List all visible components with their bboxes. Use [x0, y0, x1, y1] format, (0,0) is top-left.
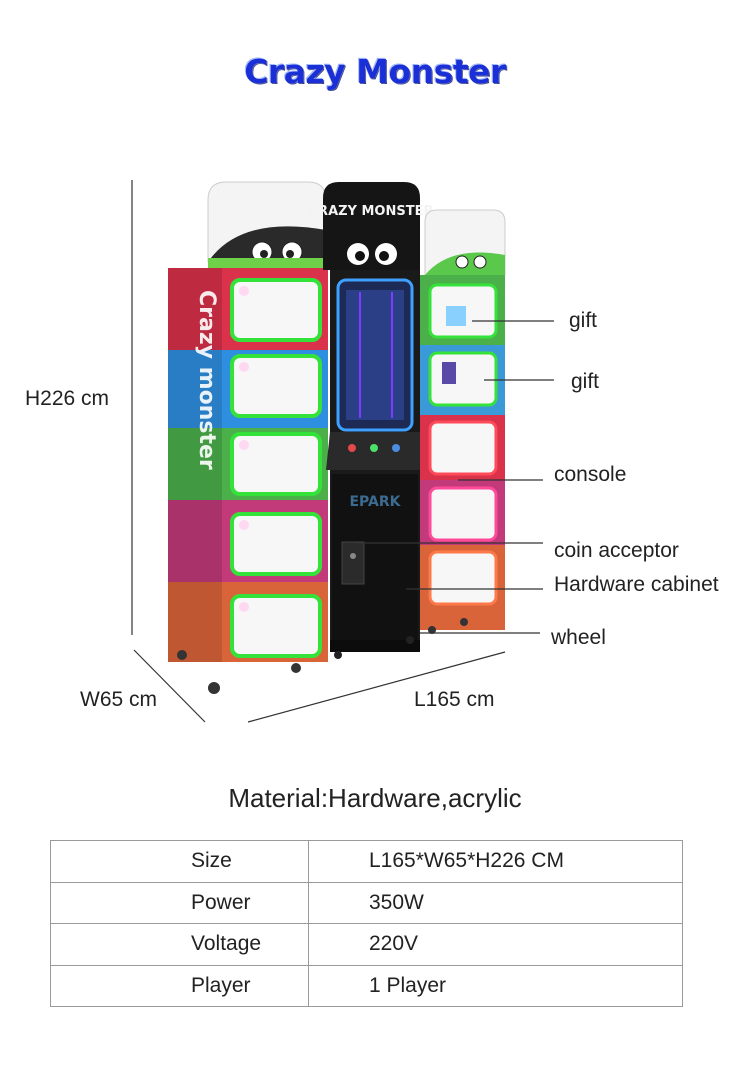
material-text: Material:Hardware,acrylic	[228, 783, 522, 813]
table-row: Player 1 Player	[50, 964, 683, 1007]
table-row: Power 350W	[50, 881, 683, 924]
center-cabinet: EPARK	[326, 270, 424, 659]
left-tower: Crazy monster	[168, 268, 328, 694]
dimension-lines	[131, 180, 506, 723]
width-label: W65 cm	[80, 688, 158, 711]
spec-value-voltage: 220V	[308, 923, 683, 966]
callout-coin-acceptor: coin acceptor	[554, 539, 679, 562]
spec-key-player: Player	[50, 964, 309, 1007]
spec-value-power: 350W	[308, 881, 683, 924]
spec-key-power: Power	[50, 881, 309, 924]
callout-hardware-cabinet: Hardware cabinet	[554, 573, 719, 596]
callout-wheel: wheel	[551, 626, 606, 649]
length-label: L165 cm	[414, 688, 495, 711]
callout-console: console	[554, 463, 627, 486]
page-title: Crazy Monster	[244, 52, 506, 91]
length-dimension-line	[247, 651, 506, 723]
right-marquee	[424, 209, 506, 276]
width-dimension-line	[133, 649, 206, 723]
callout-gift-second: gift	[571, 370, 600, 393]
callout-gift-top: gift	[569, 309, 598, 332]
spec-table: Size L165*W65*H226 CM Power 350W Voltage…	[50, 840, 683, 1007]
center-marquee: CRAZY MONSTER	[309, 182, 434, 270]
callout-lines	[358, 320, 554, 634]
spec-key-size: Size	[50, 840, 309, 883]
side-text: Crazy monster	[194, 290, 219, 470]
left-marquee	[207, 181, 327, 268]
machine-illustration: Crazy monster CRAZY MONSTER EPARK	[131, 180, 554, 723]
right-tower	[420, 275, 505, 634]
spec-value-size: L165*W65*H226 CM	[308, 840, 683, 883]
marquee-text: CRAZY MONSTER	[309, 204, 434, 219]
table-row: Voltage 220V	[50, 923, 683, 966]
height-label: H226 cm	[25, 387, 110, 410]
table-row: Size L165*W65*H226 CM	[50, 840, 683, 883]
brand-watermark: EPARK	[349, 494, 401, 510]
spec-value-player: 1 Player	[308, 964, 683, 1007]
spec-key-voltage: Voltage	[50, 923, 309, 966]
